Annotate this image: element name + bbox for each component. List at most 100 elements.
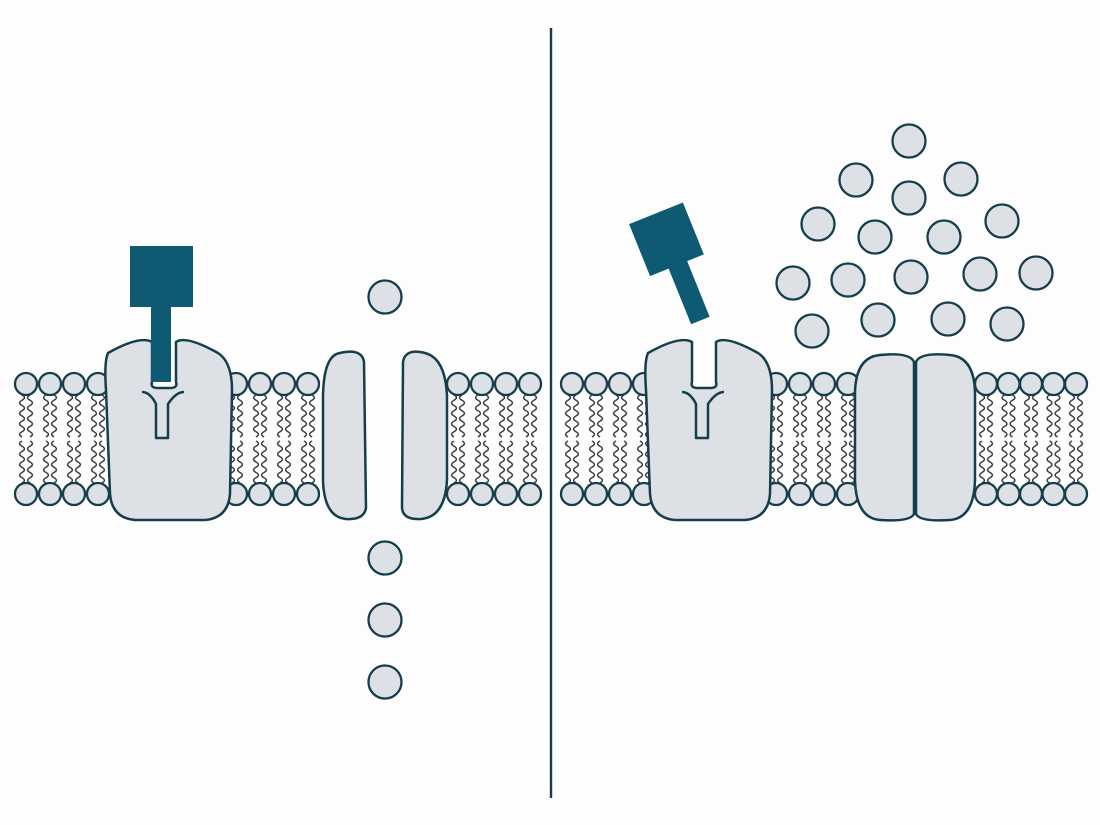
lipid-tail	[98, 394, 106, 438]
lipid-head	[1018, 371, 1044, 397]
lipid-tail	[1009, 440, 1016, 484]
lipid-tail	[252, 394, 260, 438]
lipid-tail	[276, 394, 284, 438]
lipid-tail	[450, 394, 458, 438]
left-channel-half-1-icon	[321, 350, 368, 521]
lipid-tail	[498, 394, 506, 438]
lipid-head	[583, 371, 609, 397]
lipid-tail	[506, 440, 514, 484]
lipid-tail	[236, 394, 244, 438]
lipid-tail	[50, 440, 58, 484]
lipid-tail	[260, 440, 268, 484]
lipid-tail	[474, 440, 482, 484]
lipid-tail	[986, 440, 994, 484]
lipid-tail	[1031, 440, 1039, 484]
lipid-head	[445, 481, 471, 507]
lipid-tail	[90, 440, 98, 484]
left-lipid-bilayer	[13, 371, 543, 507]
lipid-head	[1063, 371, 1089, 397]
right-channel-half-1-icon	[853, 353, 916, 522]
lipid-tail	[840, 440, 848, 484]
lipid-tail	[300, 394, 308, 438]
lipid-tail	[776, 440, 784, 484]
lipid-tail	[1046, 440, 1053, 484]
lipid-tail	[986, 394, 994, 438]
lipid-tail	[572, 440, 580, 484]
left-ions	[367, 279, 403, 700]
lipid-tail	[1054, 440, 1061, 484]
lipid-tail	[848, 440, 856, 484]
lipid-tail	[824, 394, 832, 438]
lipid-tail	[620, 440, 628, 484]
left-channel-half-2-icon	[400, 350, 449, 521]
lipid-head	[607, 371, 633, 397]
ion-icon	[794, 313, 830, 349]
lipid-head	[61, 481, 87, 507]
lipid-head	[37, 371, 63, 397]
lipid-tail	[620, 394, 628, 438]
lipid-head	[247, 371, 273, 397]
ion-icon	[984, 203, 1020, 239]
right-ions	[775, 123, 1054, 349]
lipid-head	[973, 371, 999, 397]
lipid-head	[787, 371, 813, 397]
lipid-tail	[66, 440, 74, 484]
lipid-tail	[612, 440, 620, 484]
ion-icon	[891, 123, 927, 159]
right-channel-half-2-icon	[914, 353, 977, 522]
lipid-head	[559, 371, 585, 397]
lipid-head	[811, 481, 837, 507]
lipid-tail	[522, 440, 530, 484]
lipid-tail	[276, 440, 284, 484]
lipid-tail	[284, 440, 292, 484]
lipid-head	[247, 481, 273, 507]
lipid-head	[517, 481, 543, 507]
left-ligand-icon	[130, 246, 193, 307]
ion-icon	[989, 306, 1025, 342]
lipid-tail	[1068, 440, 1076, 484]
lipid-tail	[636, 394, 644, 438]
lipid-head	[1041, 371, 1066, 397]
lipid-head	[445, 371, 471, 397]
right-panel	[629, 123, 1054, 522]
lipid-head	[13, 481, 39, 507]
lipid-tail	[792, 394, 800, 438]
lipid-tail	[90, 394, 98, 438]
lipid-tail	[800, 440, 808, 484]
lipid-head	[559, 481, 585, 507]
lipid-tail	[978, 440, 986, 484]
lipid-tail	[66, 394, 74, 438]
lipid-head	[973, 481, 999, 507]
lipid-tail	[1023, 440, 1031, 484]
ion-icon	[926, 219, 962, 255]
lipid-head	[1063, 481, 1089, 507]
ion-icon	[367, 540, 403, 576]
lipid-tail	[18, 440, 26, 484]
lipid-tail	[482, 394, 490, 438]
lipid-head	[469, 481, 495, 507]
lipid-tail	[816, 394, 824, 438]
lipid-tail	[18, 394, 26, 438]
lipid-tail	[978, 394, 986, 438]
lipid-head	[607, 481, 633, 507]
lipid-tail	[1054, 394, 1061, 438]
lipid-tail	[1009, 394, 1016, 438]
lipid-tail	[74, 440, 82, 484]
lipid-tail	[840, 394, 848, 438]
lipid-head	[996, 371, 1021, 397]
ion-icon	[930, 301, 966, 337]
lipid-head	[493, 371, 519, 397]
lipid-head	[811, 371, 837, 397]
lipid-tail	[98, 440, 106, 484]
ion-icon	[860, 302, 896, 338]
lipid-tail	[474, 394, 482, 438]
lipid-tail	[1046, 394, 1053, 438]
lipid-head	[1018, 481, 1044, 507]
lipid-tail	[26, 394, 34, 438]
lipid-tail	[74, 394, 82, 438]
ion-icon	[775, 265, 811, 301]
lipid-tail	[564, 394, 572, 438]
lipid-tail	[42, 394, 50, 438]
ion-icon	[367, 602, 403, 638]
ion-icon	[857, 219, 893, 255]
